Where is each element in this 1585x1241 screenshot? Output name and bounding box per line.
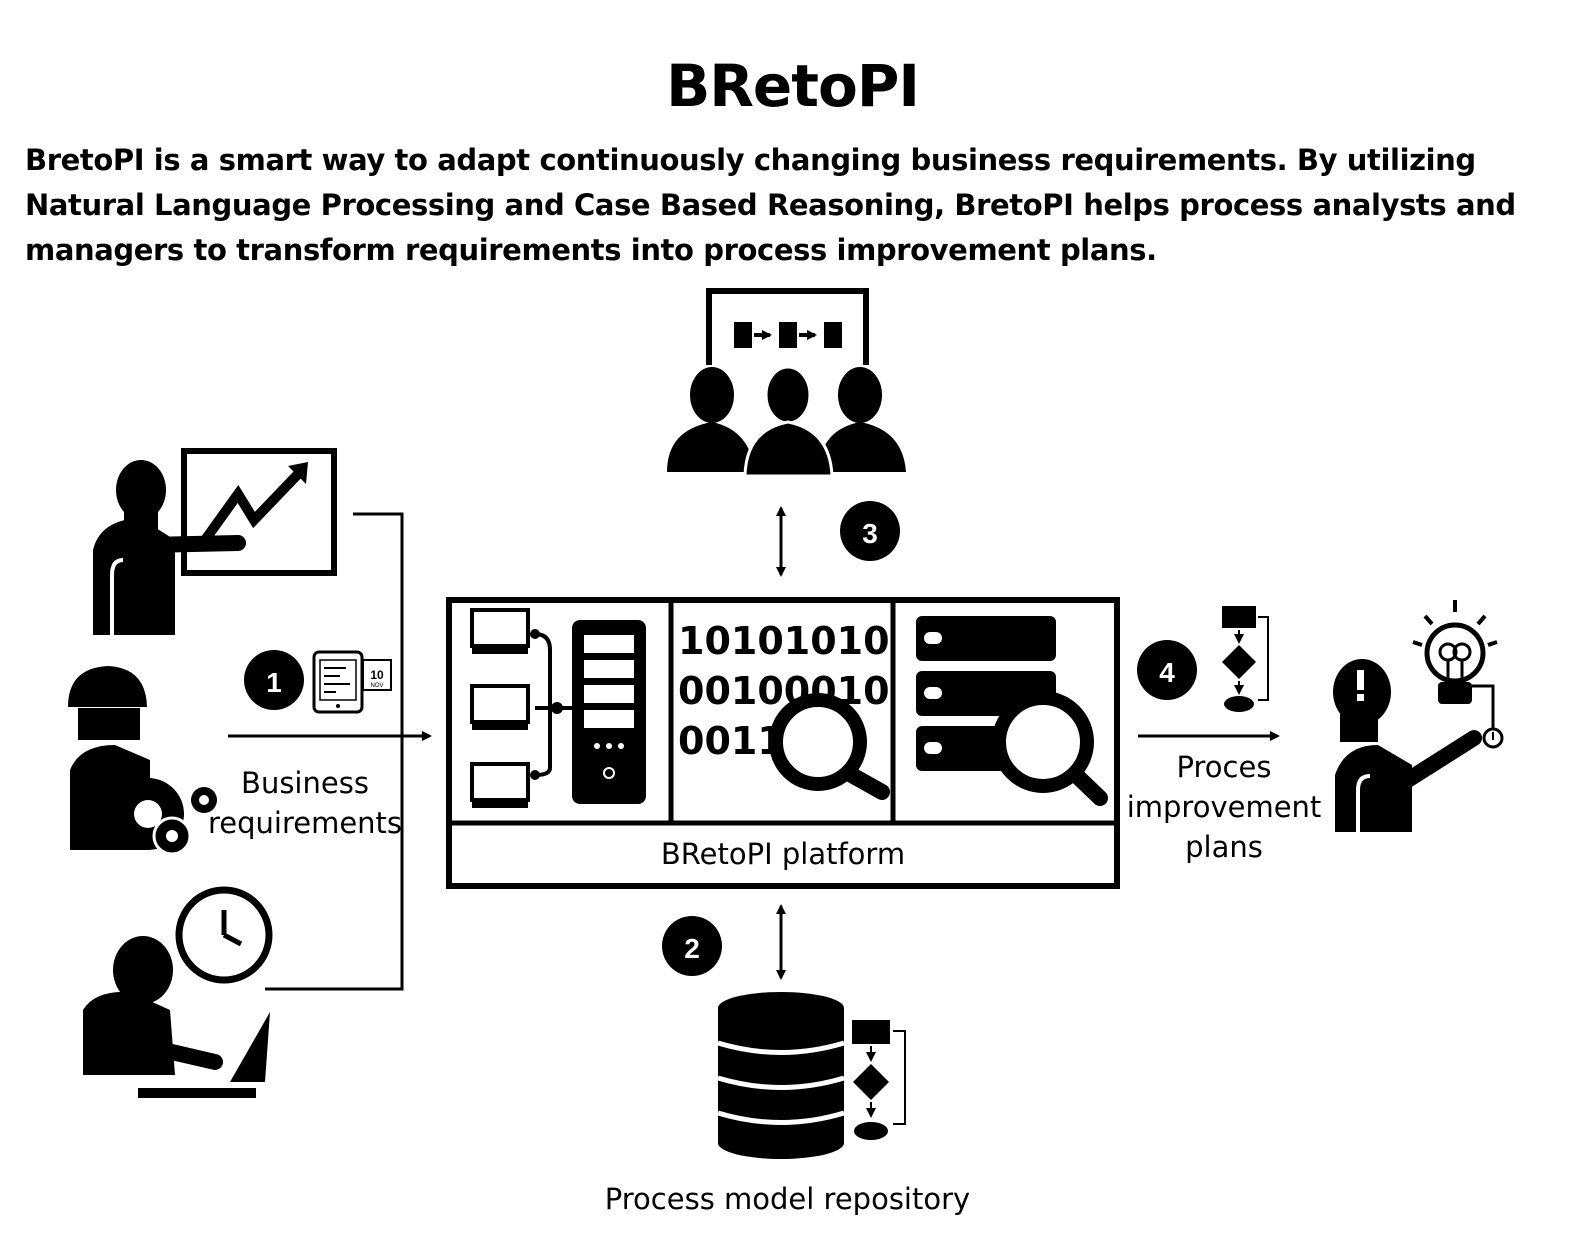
calendar-month: NOV <box>370 683 383 689</box>
page-description: BretoPI is a smart way to adapt continuo… <box>25 143 1516 267</box>
requirements-connector <box>265 512 404 991</box>
presenter-chart-icon <box>93 448 337 635</box>
flowchart-icon <box>1222 606 1269 712</box>
process-model-repository-label: Process model repository <box>604 1182 971 1216</box>
step-2-badge: 2 <box>662 916 722 976</box>
platform-label: BRetoPI platform <box>660 837 906 871</box>
binary-line-1: 10101010 <box>678 619 890 663</box>
page-title: BRetoPI <box>666 52 920 120</box>
manager-idea-icon <box>1333 600 1504 832</box>
worker-clock-laptop-icon <box>83 886 273 1098</box>
step-2-number: 2 <box>684 933 700 964</box>
calendar-icon: 10 NOV <box>362 659 392 691</box>
step-3-number: 3 <box>862 518 878 549</box>
servers-network-icon <box>470 608 646 808</box>
tablet-report-icon <box>312 650 364 714</box>
data-search-icon: 10101010 00100010 0011 <box>678 619 890 800</box>
team-process-icon <box>667 288 906 478</box>
step-3-badge: 3 <box>840 501 900 561</box>
database-flowchart-icon <box>717 992 906 1159</box>
database-search-icon <box>916 616 1108 806</box>
binary-line-2: 00100010 <box>678 669 890 713</box>
step-4-number: 4 <box>1159 657 1175 688</box>
calendar-day: 10 <box>370 668 384 682</box>
plans-line-3: plans <box>1185 830 1263 864</box>
business-requirements-label: Business requirements <box>205 763 405 843</box>
step-1-badge: 1 <box>244 650 304 710</box>
engineer-gears-icon <box>68 666 217 856</box>
process-improvement-plans-label: Proces improvement plans <box>1115 747 1333 867</box>
step-1-number: 1 <box>266 667 282 698</box>
step-4-badge: 4 <box>1137 640 1197 700</box>
plans-line-1: Proces <box>1176 750 1272 784</box>
binary-line-3: 0011 <box>678 719 784 763</box>
business-requirements-line-2: requirements <box>207 806 403 840</box>
plans-line-2: improvement <box>1126 790 1322 824</box>
business-requirements-line-1: Business <box>241 766 369 800</box>
